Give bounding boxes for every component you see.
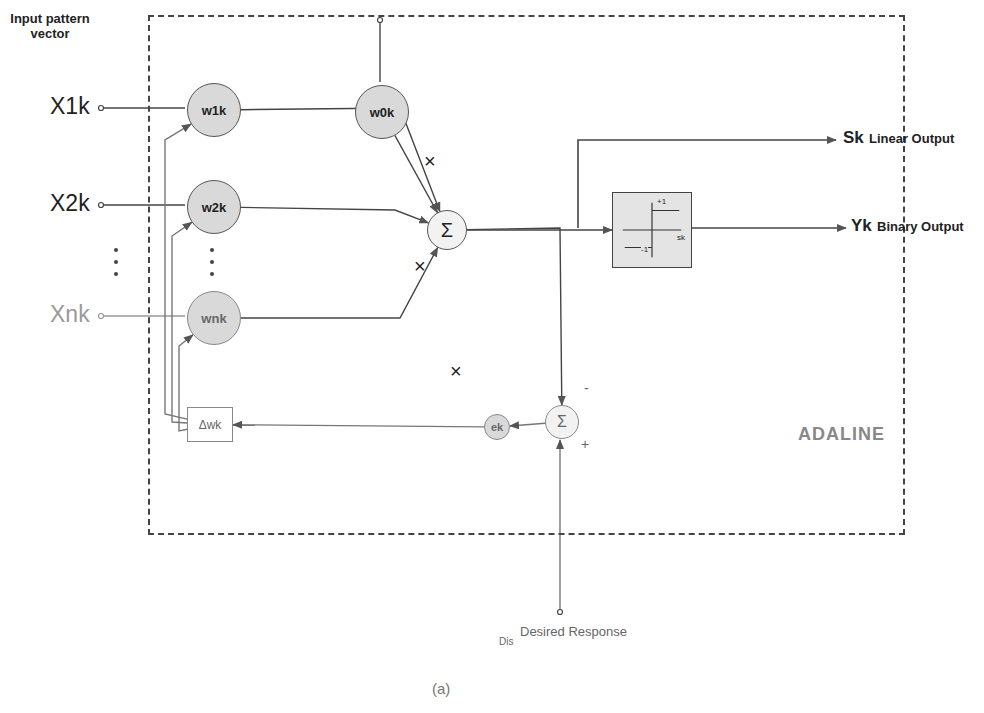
bias-wire <box>379 23 380 82</box>
signal-caption: Desired Response <box>520 624 627 639</box>
input-caption: Input pattern vector <box>4 12 96 42</box>
signal-connector <box>395 136 437 213</box>
signal-connector <box>241 248 438 318</box>
signal-connector <box>510 423 545 426</box>
node-text: Δwk <box>199 418 222 432</box>
node-text: w2k <box>202 200 227 215</box>
adaline-frame: ADALINEw1kw2kwnkw0kΣ+1-1skΣekΔwk <box>148 15 905 535</box>
axis-label: -1 <box>641 245 648 254</box>
weight-circle: w1k <box>187 83 241 137</box>
signal-connector <box>241 108 440 211</box>
node-text: w0k <box>370 105 395 120</box>
input-name: X1k <box>50 93 90 120</box>
node-text: Σ <box>441 219 453 242</box>
node-text: Σ <box>557 413 567 431</box>
ellipsis-dots <box>114 248 214 276</box>
multiply-mark: × <box>414 255 426 278</box>
output-caption: Linear Output <box>869 131 954 146</box>
binary-output-wire <box>690 227 846 229</box>
step-function-symbol <box>613 193 691 267</box>
axis-label: +1 <box>657 197 666 206</box>
axis-label: sk <box>677 233 685 242</box>
node-text: w1k <box>202 103 227 118</box>
block-title: ADALINE <box>798 424 885 445</box>
signal-connector <box>241 207 428 222</box>
bias-weight-circle: w0k <box>355 85 409 139</box>
weight-update-box: Δwk <box>187 407 233 442</box>
desired-response-wire <box>559 440 560 609</box>
summing-junction: Σ <box>427 210 467 250</box>
input-name: X2k <box>50 190 90 217</box>
signal-name: Dis <box>499 636 513 647</box>
weight-circle: wnk <box>187 291 241 345</box>
input-name: Xnk <box>50 301 90 328</box>
sign-mark: - <box>584 380 589 396</box>
error-circle: ek <box>484 414 510 440</box>
figure-label: (a) <box>432 680 450 697</box>
node-text: ek <box>491 421 503 433</box>
node-text: wnk <box>201 311 226 326</box>
signal-connector <box>165 124 191 419</box>
threshold-box: +1 -1 sk <box>612 192 692 268</box>
signal-connector <box>233 425 484 427</box>
error-summer: Σ <box>545 405 579 439</box>
output-caption: Binary Output <box>877 219 964 234</box>
output-name: Sk <box>843 128 864 148</box>
multiply-mark: × <box>424 150 436 173</box>
multiply-mark: × <box>450 360 462 383</box>
sign-mark: + <box>581 436 589 452</box>
signal-connector <box>467 228 562 405</box>
weight-circle: w2k <box>187 180 241 234</box>
output-name: Yk <box>851 216 872 236</box>
terminal-dot <box>99 18 563 615</box>
